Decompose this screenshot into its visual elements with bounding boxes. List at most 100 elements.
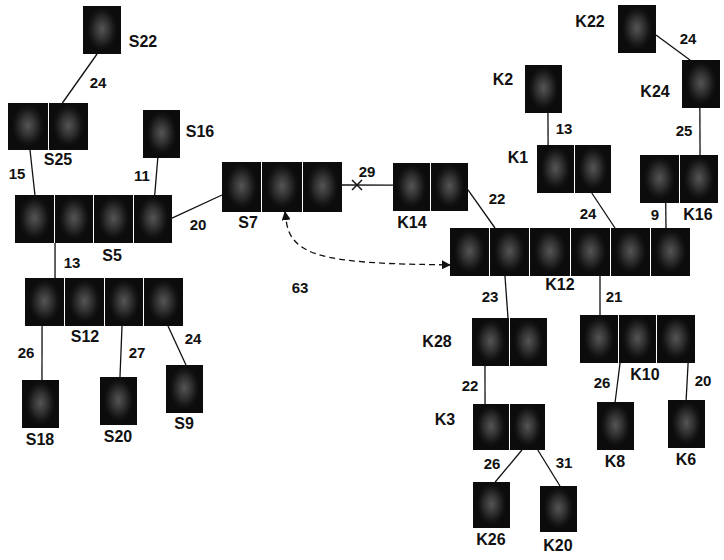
cluster-label: K8: [605, 454, 625, 470]
cluster-label: S16: [186, 124, 214, 140]
image-cluster: K16: [640, 155, 718, 203]
edge-weight: 26: [482, 456, 503, 471]
face-image: [473, 404, 509, 450]
face-image: [94, 195, 133, 243]
cluster-label: K1: [508, 150, 528, 166]
edge-weight: 13: [554, 121, 575, 136]
cluster-label: K20: [543, 538, 572, 554]
image-cluster: K24: [682, 60, 720, 108]
edge-weight: 24: [678, 31, 699, 46]
cluster-label: K10: [630, 367, 659, 383]
face-image: [8, 103, 48, 150]
face-image: [490, 228, 529, 276]
face-image: [472, 318, 509, 366]
edge-weight: 24: [183, 331, 204, 346]
face-image: [473, 482, 510, 528]
match-arrow: [285, 212, 450, 265]
cluster-link: [484, 366, 485, 404]
edge-weight: 11: [132, 168, 152, 183]
face-image: [580, 315, 618, 363]
edge-weight: 29: [357, 164, 378, 179]
face-image: [510, 404, 546, 450]
face-image: [450, 228, 489, 276]
image-cluster: K12: [450, 228, 690, 276]
cluster-label: S20: [104, 429, 132, 445]
image-cluster: S5: [15, 195, 172, 243]
cluster-label: K2: [493, 72, 513, 88]
image-cluster: K14: [393, 163, 468, 211]
image-cluster: K28: [472, 318, 547, 366]
cluster-link: [172, 195, 222, 218]
face-image: [83, 6, 121, 54]
image-cluster: K22: [618, 5, 656, 53]
face-image: [611, 228, 650, 276]
cluster-label: S9: [174, 416, 194, 432]
face-image: [682, 60, 720, 108]
face-image: [618, 5, 656, 53]
cluster-label: K24: [640, 84, 669, 100]
cluster-label: S7: [238, 215, 258, 231]
cluster-label: K28: [422, 334, 451, 350]
cluster-link: [599, 276, 600, 315]
edge-weight: 21: [604, 289, 625, 304]
cluster-link: [342, 184, 393, 185]
cluster-link: [699, 108, 701, 155]
cluster-link: [41, 326, 42, 380]
face-image: [431, 163, 468, 211]
cluster-link: [686, 363, 688, 400]
image-cluster: S20: [100, 377, 137, 425]
image-cluster: K2: [525, 65, 562, 113]
face-image: [105, 278, 144, 326]
image-cluster: K10: [580, 315, 695, 363]
face-image: [393, 163, 430, 211]
image-cluster: K20: [540, 486, 577, 532]
face-image: [65, 278, 104, 326]
face-image: [680, 155, 719, 203]
face-image: [262, 162, 301, 212]
face-image: [22, 380, 59, 428]
cluster-label: K16: [683, 207, 712, 223]
image-cluster: K8: [597, 402, 634, 450]
cluster-label: K3: [435, 412, 455, 428]
image-cluster: K6: [668, 400, 705, 448]
edge-weight: 9: [649, 207, 661, 222]
cluster-link: [615, 363, 620, 402]
image-cluster: S12: [25, 278, 183, 326]
cluster-label: S25: [44, 152, 72, 168]
image-cluster: S9: [166, 365, 203, 413]
edge-weight: 31: [554, 455, 575, 470]
image-cluster: S18: [22, 380, 59, 428]
cluster-link: [30, 150, 35, 195]
edge-weight: 13: [62, 255, 83, 270]
image-cluster: S22: [83, 6, 121, 54]
cluster-link: [155, 158, 158, 195]
face-image: [571, 228, 610, 276]
face-image: [510, 318, 547, 366]
edge-weight: 24: [88, 75, 109, 90]
face-image: [25, 278, 64, 326]
edge-weight: 20: [693, 373, 714, 388]
face-image: [303, 162, 342, 212]
face-image: [15, 195, 54, 243]
face-image: [525, 65, 562, 113]
cluster-label: S22: [129, 34, 157, 50]
cluster-label: K6: [676, 452, 696, 468]
face-image: [530, 228, 569, 276]
face-image: [134, 195, 173, 243]
cluster-link: [505, 276, 508, 318]
cluster-label: S5: [102, 248, 122, 264]
face-image: [49, 103, 89, 150]
edge-weight: 25: [674, 123, 695, 138]
edge-weight: 26: [16, 345, 37, 360]
face-image: [55, 195, 94, 243]
face-image: [597, 402, 634, 450]
face-image: [222, 162, 261, 212]
edge-weight: 22: [487, 191, 508, 206]
edge-weight: 22: [460, 378, 481, 393]
image-cluster: K1: [537, 145, 611, 193]
cluster-link: [665, 203, 667, 228]
image-cluster: S7: [222, 162, 342, 212]
